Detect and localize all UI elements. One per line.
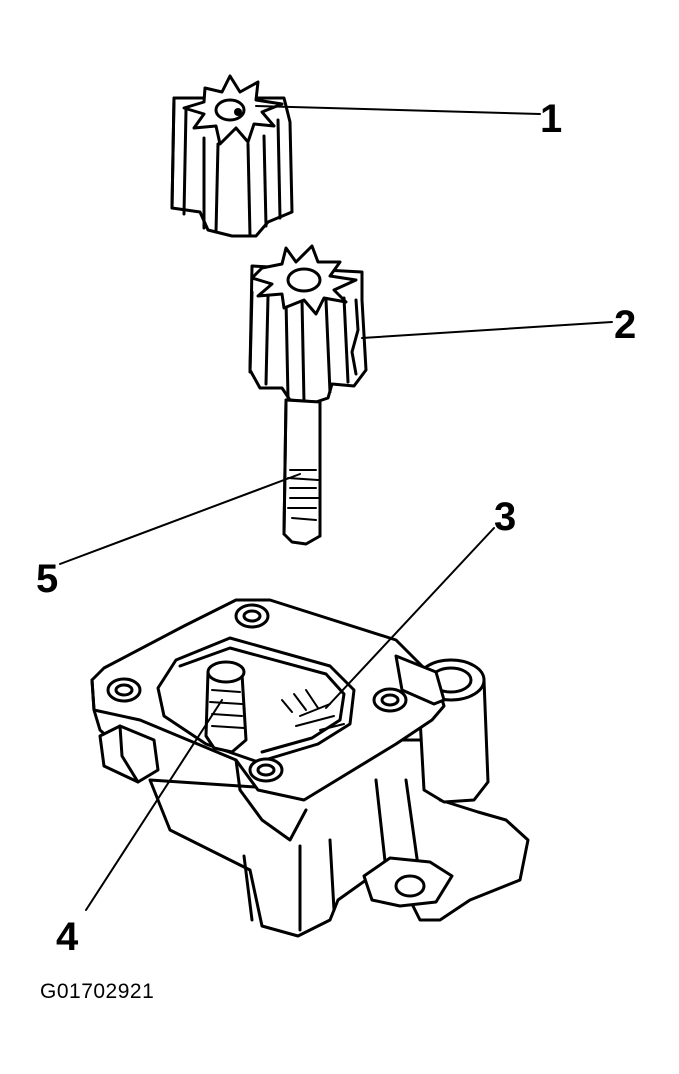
callout-2: 2 (614, 303, 636, 347)
drive-gear-part-2 (248, 244, 368, 404)
leader-line-3 (325, 527, 495, 709)
callout-1: 1 (540, 97, 562, 141)
driven-gear-part-1 (170, 74, 294, 238)
figure-code: G01702921 (40, 980, 155, 1003)
callout-4: 4 (56, 915, 79, 959)
leader-line-1 (255, 105, 541, 115)
drive-shaft-part-5 (282, 398, 322, 546)
pump-body (90, 598, 530, 938)
leader-lines (59, 105, 613, 911)
leader-line-4 (85, 699, 223, 911)
leader-line-5 (59, 473, 301, 565)
callout-3: 3 (494, 495, 516, 539)
callout-5: 5 (36, 557, 58, 601)
leader-line-2 (361, 321, 613, 339)
